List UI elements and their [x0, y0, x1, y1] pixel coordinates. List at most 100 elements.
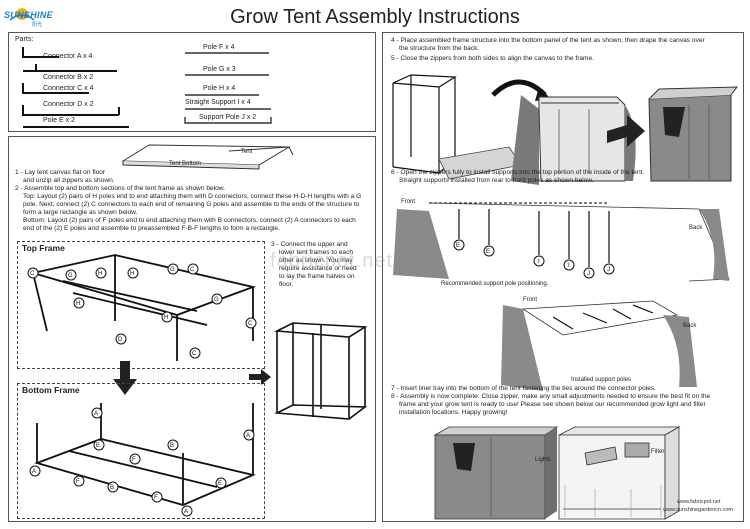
step-8a: 8 - Assembly is now complete. Close zipp… [391, 393, 711, 400]
part-connector-c: Connector C x 4 [43, 85, 94, 92]
bottom-frame-title: Bottom Frame [22, 385, 80, 395]
support-positioning-illustration: E E I I J J [393, 202, 730, 282]
svg-text:A: A [32, 469, 36, 475]
down-arrow-icon [113, 361, 137, 395]
svg-text:C: C [30, 271, 35, 277]
step-2-bottom-2: end of the (2) E poles and assemble to p… [23, 225, 280, 232]
tent-bottom-illustration [121, 144, 294, 170]
closed-tent-illustration [433, 426, 559, 520]
parts-heading: Parts: [15, 36, 34, 43]
tent-drape-illustration [392, 74, 739, 185]
part-connector-b: Connector B x 2 [43, 74, 94, 81]
left-steps-panel: Tent Bottom Tent 1 - Lay tent canvas fla… [8, 136, 376, 522]
step-1b: and unzip all zippers as shown. [23, 177, 115, 184]
svg-text:D: D [118, 337, 123, 343]
filter-label: Filter [651, 449, 665, 455]
parts-drawings [22, 47, 272, 128]
part-support-j: Support Pole J x 2 [199, 114, 257, 121]
connector-d-icon [22, 105, 120, 116]
step-2: 2 - Assemble top and bottom sections of … [15, 185, 226, 192]
part-pole-f: Pole F x 4 [203, 44, 235, 51]
logo-name: SUNSHINE [4, 10, 53, 20]
url-sunshinegarden: www.sunshinegardencn.com [663, 507, 734, 513]
step-8c: installation locations. Happy growing! [399, 409, 508, 416]
svg-text:G: G [68, 273, 73, 279]
svg-text:B: B [170, 443, 174, 449]
logo-sub: 阳光 [32, 22, 43, 28]
step-3f: floor. [279, 281, 294, 288]
svg-text:A: A [246, 433, 250, 439]
part-pole-e: Pole E x 2 [43, 117, 75, 124]
assembled-frame-illustration [274, 322, 368, 420]
svg-text:J: J [587, 271, 590, 277]
grow-light-icon [584, 446, 618, 466]
step-4b: the structure from the back. [399, 45, 480, 52]
step-3d: require assistance or need [279, 265, 357, 272]
top-frame-diagram: C G H H G C H H D C C G [27, 254, 257, 361]
back-label-1: Back [689, 225, 703, 231]
parts-panel: Parts: Connector A x 4 Connector B x 2 C… [8, 32, 376, 132]
step-3a: 3 - Connect the upper and [271, 241, 348, 248]
right-steps-panel: 4 - Place assembled frame structure into… [382, 32, 744, 522]
svg-text:E: E [218, 481, 222, 487]
step-3c: other as shown. You may [279, 257, 353, 264]
svg-text:I: I [538, 259, 540, 265]
svg-text:E: E [456, 243, 460, 249]
svg-text:A: A [184, 509, 188, 515]
step-2-bottom-1: Bottom: Layout (2) pairs of F poles end … [23, 217, 356, 224]
connector-a-icon [22, 47, 59, 58]
bottom-frame-diagram: A E F B A A F F B E A [29, 403, 256, 517]
interior-tent-illustration [558, 426, 681, 520]
svg-text:I: I [568, 263, 570, 269]
svg-text:H: H [164, 315, 168, 321]
svg-text:E: E [96, 443, 100, 449]
step-3e: to lay the frame halves on [279, 273, 355, 280]
front-label-1: Front [401, 199, 416, 205]
step-6b: Straight supports installed from rear to… [399, 177, 594, 184]
svg-text:F: F [76, 479, 80, 485]
svg-text:F: F [154, 495, 158, 501]
lights-label: Lights [535, 457, 552, 463]
next-arrow-icon [607, 115, 645, 147]
part-connector-a: Connector A x 4 [43, 53, 93, 60]
right-arrow-icon [249, 369, 271, 385]
sun-logo-icon [9, 8, 35, 21]
brand-logo [8, 6, 64, 32]
step-5: 5 - Close the zippers from both sides to… [391, 55, 595, 62]
drape-arrow-icon [491, 79, 547, 97]
installed-supports-illustration [501, 300, 697, 391]
svg-text:G: G [214, 297, 219, 303]
bottom-frame-box [17, 383, 265, 519]
part-support-i: Straight Support I x 4 [185, 99, 251, 106]
svg-text:C: C [248, 321, 253, 327]
svg-text:F: F [132, 457, 136, 463]
watermark: fabricpot.net [270, 250, 394, 272]
svg-text:C: C [190, 267, 195, 273]
svg-text:H: H [130, 271, 134, 277]
svg-text:E: E [486, 249, 490, 255]
filter-icon [624, 442, 650, 458]
svg-text:H: H [76, 301, 80, 307]
step-7: 7 - Insert liner tray into the bottom of… [391, 385, 657, 392]
connector-b-icon [23, 64, 117, 72]
top-frame-title: Top Frame [22, 243, 65, 253]
url-fabricpot: www.fabricpot.net [677, 499, 721, 505]
back-label-2: Back [683, 323, 697, 329]
tent-label: Tent [241, 149, 253, 155]
step-2-top-2: pole. Next, connect (2) C connectors to … [23, 201, 360, 208]
part-connector-d: Connector D x 2 [43, 101, 94, 108]
step-1a: 1 - Lay tent canvas flat on floor [15, 169, 106, 176]
caption-support-positioning: Recommended support pole positioning. [441, 281, 549, 287]
top-frame-box [17, 241, 265, 369]
svg-text:A: A [94, 411, 98, 417]
part-pole-g: Pole G x 3 [203, 66, 236, 73]
step-3b: lower tent frames to each [279, 249, 354, 256]
support-j-icon [184, 117, 272, 124]
svg-text:B: B [110, 485, 114, 491]
part-pole-h: Pole H x 4 [203, 85, 236, 92]
front-label-2: Front [523, 297, 538, 303]
connector-c-icon [22, 83, 89, 94]
tent-bottom-label: Tent Bottom [169, 161, 202, 167]
step-2-top-3: form a large rectangle as shown below. [23, 209, 138, 216]
svg-text:J: J [607, 267, 610, 273]
